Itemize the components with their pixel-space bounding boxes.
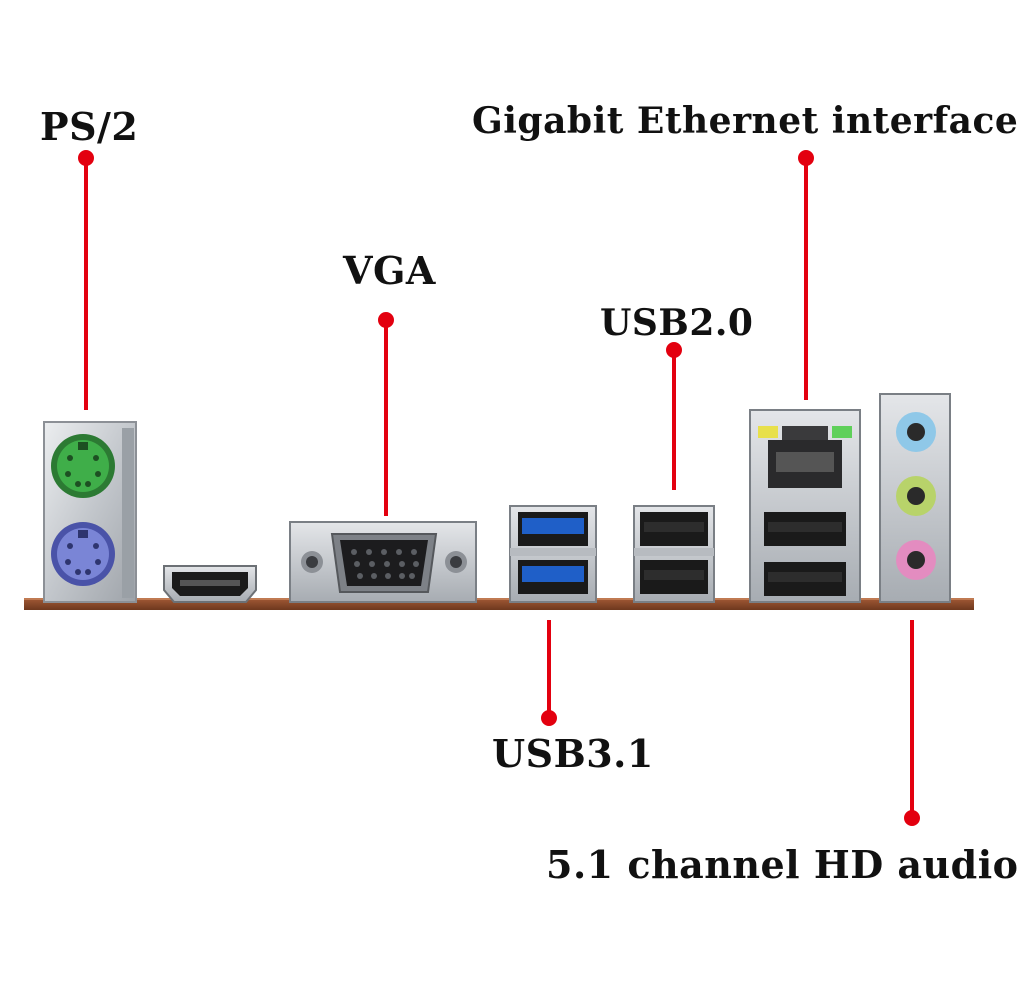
ethernet-callout bbox=[798, 150, 814, 400]
ps2-callout bbox=[78, 150, 94, 410]
ethernet-label: Gigabit Ethernet interface bbox=[472, 100, 1019, 142]
pcb-strip bbox=[24, 598, 974, 610]
audio-jack-icon bbox=[879, 393, 951, 603]
usb3-port-icon bbox=[509, 505, 597, 603]
usb20-callout bbox=[666, 342, 682, 490]
rj45-port-icon bbox=[749, 409, 861, 603]
audio-label: 5.1 channel HD audio bbox=[546, 842, 1019, 887]
usb20-label: USB2.0 bbox=[600, 302, 754, 344]
hdmi-port-icon bbox=[163, 565, 257, 603]
usb31-callout bbox=[541, 620, 557, 726]
vga-port-icon bbox=[289, 521, 477, 603]
ps2-port-icon bbox=[43, 421, 137, 603]
callout-lines bbox=[78, 150, 920, 826]
vga-callout bbox=[378, 312, 394, 516]
vga-label: VGA bbox=[343, 248, 436, 293]
usb2-port-icon bbox=[633, 505, 715, 603]
usb31-label: USB3.1 bbox=[492, 731, 654, 776]
audio-callout bbox=[904, 620, 920, 826]
ps2-label: PS/2 bbox=[40, 104, 139, 149]
